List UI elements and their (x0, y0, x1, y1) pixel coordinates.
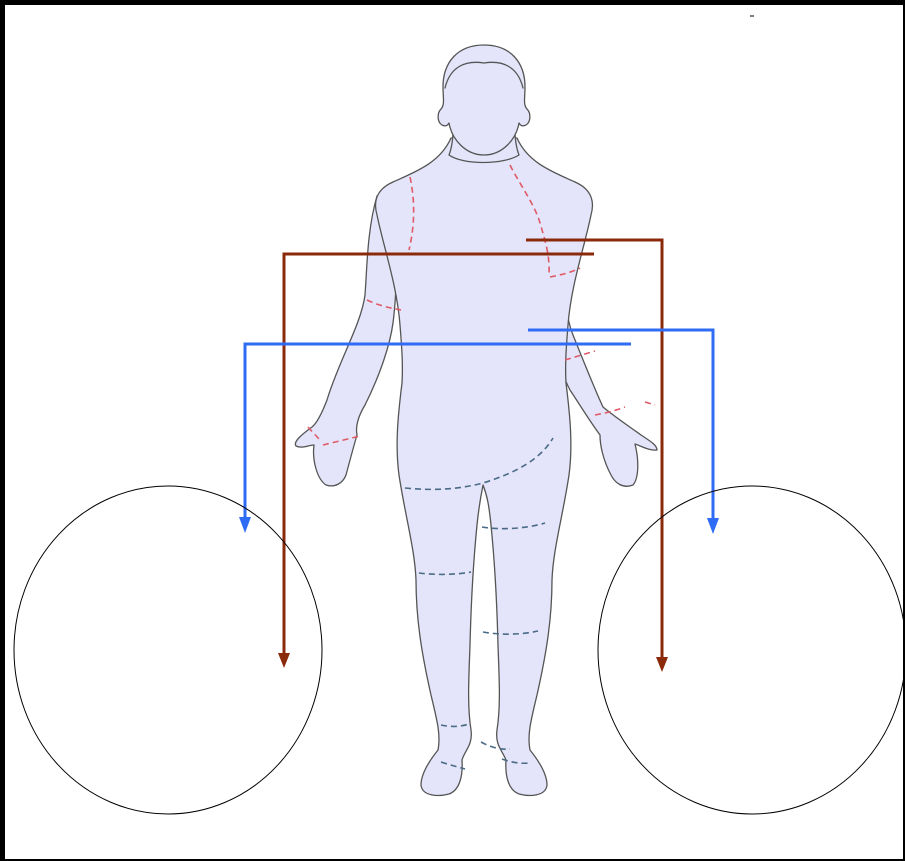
right-detail-circle (598, 486, 903, 814)
torso-and-legs (376, 138, 593, 795)
human-figure (295, 45, 657, 795)
blue-arrowhead-right (707, 518, 719, 534)
brown-arrowhead-left (278, 653, 290, 668)
body-diagram (5, 5, 903, 859)
right-arm (295, 196, 397, 486)
brown-arrowhead-right (656, 657, 668, 672)
left-wrist-tick (645, 402, 655, 405)
left-detail-circle (14, 486, 322, 814)
blue-arrowhead-left (239, 517, 251, 533)
